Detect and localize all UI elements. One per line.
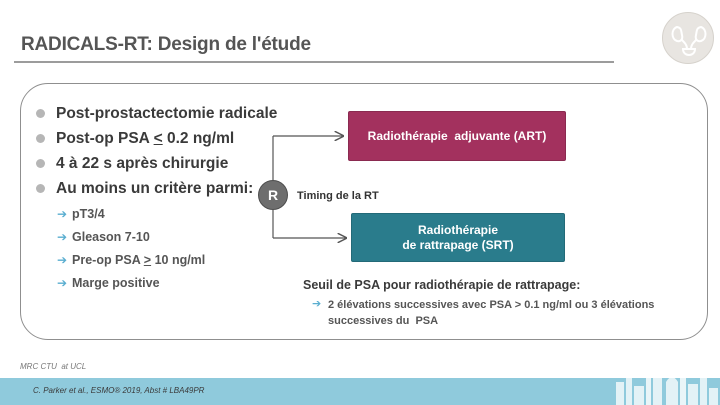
art-arm-label: Radiothérapie adjuvante (ART) — [367, 128, 547, 143]
srt-arm-label-line2: de rattrapage (SRT) — [402, 237, 514, 252]
bullet-dot — [36, 159, 45, 168]
kidney-bladder-icon — [662, 12, 714, 64]
bullet-dot — [36, 184, 45, 193]
criterion-label: Au moins un critère parmi: — [56, 180, 254, 197]
criterion-label-suffix: 0.2 ng/ml — [162, 130, 235, 147]
title-divider — [14, 61, 614, 63]
sub-criterion-label-suffix: 10 ng/ml — [151, 253, 206, 267]
citation-label: C. Parker et al., ESMO® 2019, Abst # LBA… — [33, 386, 205, 395]
criterion-label: Post-prostactectomie radicale — [56, 105, 278, 122]
bullet-dot — [36, 109, 45, 118]
srt-arm-box: Radiothérapie de rattrapage (SRT) — [351, 213, 565, 262]
sub-criterion-label: Gleason 7-10 — [72, 230, 150, 244]
criterion-item: Post-op PSA < 0.2 ng/ml — [36, 129, 286, 148]
criterion-item: Au moins un critère parmi: — [36, 179, 286, 198]
sub-criterion-item: ➔ Pre-op PSA > 10 ng/ml — [36, 253, 286, 267]
footer-band — [0, 378, 720, 405]
sub-criterion-item: ➔ Marge positive — [36, 276, 286, 290]
psa-threshold-title: Seuil de PSA pour radiothérapie de rattr… — [303, 278, 581, 292]
srt-arm-label-line1: Radiothérapie — [417, 222, 498, 237]
arrow-right-icon: ➔ — [57, 253, 68, 267]
art-arm-box: Radiothérapie adjuvante (ART) — [348, 111, 566, 161]
sub-criterion-item: ➔ pT3/4 — [36, 207, 286, 221]
randomization-badge: R — [258, 180, 288, 210]
arrow-right-icon: ➔ — [312, 298, 322, 310]
bullet-dot — [36, 134, 45, 143]
timing-label: Timing de la RT — [297, 190, 379, 202]
criterion-item: 4 à 22 s après chirurgie — [36, 154, 286, 173]
arrow-right-icon: ➔ — [57, 230, 68, 244]
slide-title: RADICALS-RT: Design de l'étude — [21, 34, 311, 55]
arrow-right-icon: ➔ — [57, 276, 68, 290]
affiliation-label: MRC CTU at UCL — [20, 362, 87, 371]
sub-criterion-item: ➔ Gleason 7-10 — [36, 230, 286, 244]
arrow-right-icon: ➔ — [57, 207, 68, 221]
criterion-label-prefix: Post-op PSA — [56, 130, 154, 147]
city-skyline-icon — [616, 364, 718, 405]
sub-criterion-label: pT3/4 — [72, 207, 105, 221]
psa-threshold-item: 2 élévations successives avec PSA > 0.1 … — [328, 299, 658, 327]
criterion-item: Post-prostactectomie radicale — [36, 104, 286, 123]
criterion-label: 4 à 22 s après chirurgie — [56, 155, 229, 172]
sub-criterion-label: Marge positive — [72, 276, 160, 290]
inclusion-criteria: Post-prostactectomie radicale Post-op PS… — [36, 104, 286, 299]
sub-criterion-label-prefix: Pre-op PSA — [72, 253, 144, 267]
criterion-label-operator: < — [153, 130, 163, 147]
sub-criterion-label-operator: > — [143, 253, 152, 267]
